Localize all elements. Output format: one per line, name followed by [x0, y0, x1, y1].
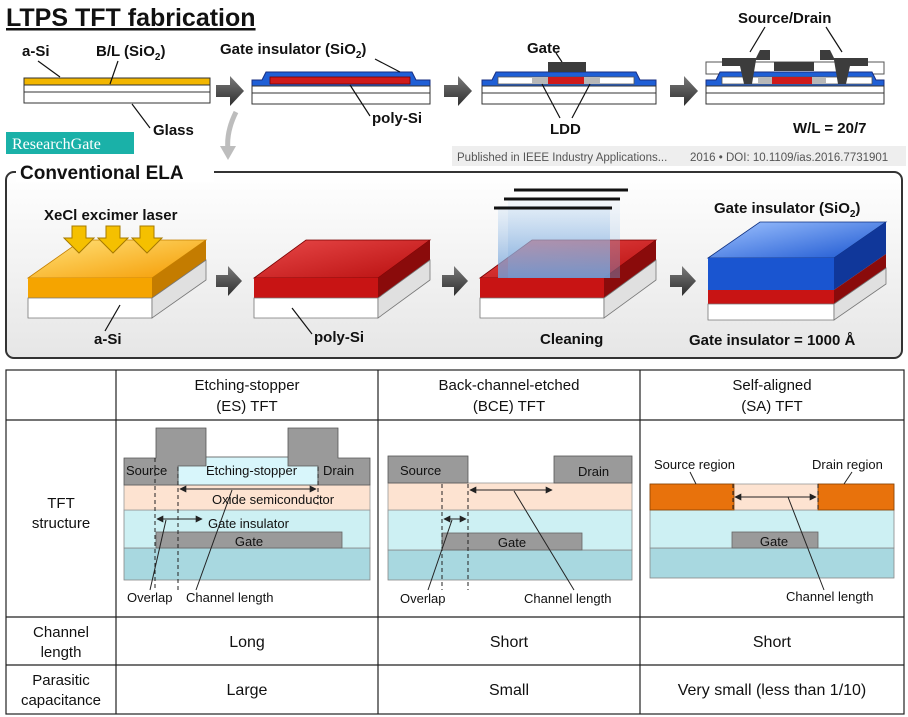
es-overlap-label: Overlap [127, 590, 173, 605]
ela-polysi-label: poly-Si [314, 329, 364, 346]
ela-gi-thickness-label: Gate insulator = 1000 Å [689, 332, 855, 349]
citation-published: Published in IEEE Industry Applications.… [457, 152, 667, 164]
header-sa-line2: (SA) TFT [741, 398, 802, 415]
figure-title: LTPS TFT fabrication [6, 4, 256, 32]
step2-stack [251, 71, 431, 105]
ela-branch-arrowhead [220, 146, 236, 160]
es-channel-length-label: Channel length [186, 590, 273, 605]
ela-block-cleaning [478, 188, 658, 319]
es-gi-label: Gate insulator [208, 516, 290, 531]
parasitic-sa: Very small (less than 1/10) [678, 682, 867, 699]
channel-length-es: Long [229, 634, 265, 651]
es-gate-label: Gate [235, 534, 263, 549]
bce-tft-structure [387, 455, 633, 591]
parasitic-bce: Small [489, 682, 529, 699]
ela-block-gi [706, 221, 888, 321]
sa-tft-structure [649, 471, 895, 591]
step4-sd-leader-left [749, 26, 766, 53]
header-sa-line1: Self-aligned [732, 377, 811, 394]
sa-drain-region-label: Drain region [812, 457, 883, 472]
es-etch-stopper-label: Etching-stopper [206, 463, 298, 478]
row-label-structure-2: structure [32, 515, 90, 532]
comparison-table-grid [5, 369, 905, 715]
step1-asi-label: a-Si [22, 43, 50, 60]
ela-title: Conventional ELA [20, 163, 184, 184]
es-oxide-label: Oxide semiconductor [212, 492, 335, 507]
es-tft-structure [123, 427, 371, 591]
ela-panel [5, 171, 903, 359]
ela-arrow-3 [670, 266, 696, 296]
row-label-parasitic-2: capacitance [21, 692, 101, 709]
row-label-channel-2: length [41, 644, 82, 661]
sa-gate-label: Gate [760, 534, 788, 549]
step1-glass-label: Glass [153, 122, 194, 139]
process-arrow-1 [216, 76, 244, 106]
researchgate-label: ResearchGate [12, 136, 101, 153]
row-label-structure-1: TFT [47, 495, 75, 512]
header-es-line2: (ES) TFT [216, 398, 277, 415]
step1-bl-label: B/L (SiO2) [96, 43, 165, 63]
ela-laser-label: XeCl excimer laser [44, 207, 178, 224]
step4-wl-label: W/L = 20/7 [793, 120, 867, 137]
bce-gate-label: Gate [498, 535, 526, 550]
step1-stack [23, 77, 211, 104]
channel-length-bce: Short [490, 634, 529, 651]
step1-asi-leader [37, 60, 61, 78]
ela-asi-label: a-Si [94, 331, 122, 348]
step3-ldd-leader-left [541, 83, 561, 119]
citation-year-doi: 2016 • DOI: 10.1109/ias.2016.7731901 [690, 152, 888, 164]
step2-gi-label: Gate insulator (SiO2) [220, 41, 366, 61]
ela-branch-arrow [225, 110, 239, 151]
step4-sd-leader-right [825, 26, 843, 53]
bce-drain-label: Drain [578, 464, 609, 479]
bce-overlap-label: Overlap [400, 591, 446, 606]
bce-source-label: Source [400, 463, 441, 478]
ela-block-asi [26, 239, 208, 319]
step4-sd-label: Source/Drain [738, 10, 831, 27]
citation-bar [452, 146, 906, 166]
step3-ldd-leader-right [571, 83, 591, 119]
process-arrow-3 [670, 76, 698, 106]
step1-glass-leader [131, 103, 151, 129]
process-arrow-2 [444, 76, 472, 106]
ela-arrow-2 [442, 266, 468, 296]
row-label-parasitic-1: Parasitic [32, 672, 90, 689]
ela-cleaning-label: Cleaning [540, 331, 603, 348]
parasitic-es: Large [227, 682, 268, 699]
step2-polysi-leader [349, 84, 371, 117]
ela-polysi-leader [291, 307, 313, 335]
es-drain-label: Drain [323, 463, 354, 478]
header-bce-line2: (BCE) TFT [473, 398, 545, 415]
row-label-channel-1: Channel [33, 624, 89, 641]
ela-block-polysi [252, 239, 432, 319]
step3-ldd-label: LDD [550, 121, 581, 138]
step1-bl-leader [109, 60, 119, 85]
header-bce-line1: Back-channel-etched [439, 377, 580, 394]
step2-polysi-label: poly-Si [372, 110, 422, 127]
ela-title-bg [16, 162, 214, 182]
laser-arrows [62, 225, 164, 254]
ela-arrow-1 [216, 266, 242, 296]
sa-channel-length-label: Channel length [786, 589, 873, 604]
ela-asi-leader [104, 304, 121, 332]
sa-source-region-label: Source region [654, 457, 735, 472]
researchgate-badge [6, 132, 134, 154]
bce-channel-length-label: Channel length [524, 591, 611, 606]
channel-length-sa: Short [753, 634, 792, 651]
ela-gi-label: Gate insulator (SiO2) [714, 200, 860, 220]
step2-gi-leader [374, 58, 401, 73]
es-source-label: Source [126, 463, 167, 478]
header-es-line1: Etching-stopper [194, 377, 299, 394]
step3-gate-label: Gate [527, 40, 560, 57]
step3-stack [481, 62, 657, 105]
step3-gate-leader [555, 52, 563, 63]
step4-stack [705, 50, 885, 105]
